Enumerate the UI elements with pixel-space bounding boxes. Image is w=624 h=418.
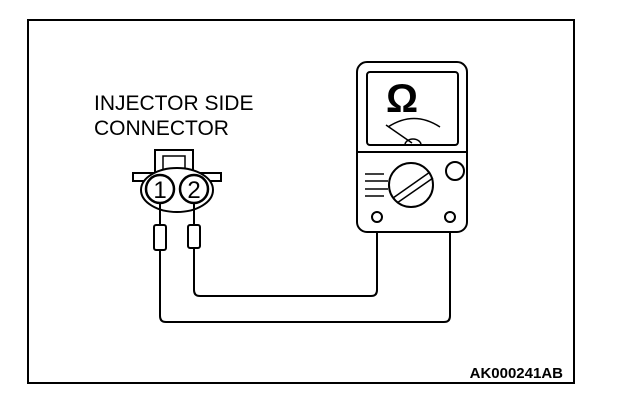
probe-1 — [153, 224, 167, 251]
figure-id: AK000241AB — [470, 365, 564, 382]
connector-label-line2: CONNECTOR — [94, 117, 229, 140]
figure-frame — [27, 19, 575, 384]
zero-adjust-button — [445, 161, 465, 181]
jack-1 — [371, 211, 383, 223]
pin-2-label: 2 — [187, 177, 200, 204]
connector-label-line1: INJECTOR SIDE — [94, 92, 253, 115]
jack-2 — [444, 211, 456, 223]
ohm-symbol: Ω — [386, 77, 418, 121]
range-scale-lines — [365, 173, 388, 197]
probe-2 — [187, 224, 201, 249]
pin-1-label: 1 — [153, 177, 166, 204]
ohmmeter — [356, 61, 468, 233]
injector-connector — [132, 149, 222, 213]
range-selector-knob — [388, 162, 434, 208]
test-leads — [153, 203, 451, 323]
